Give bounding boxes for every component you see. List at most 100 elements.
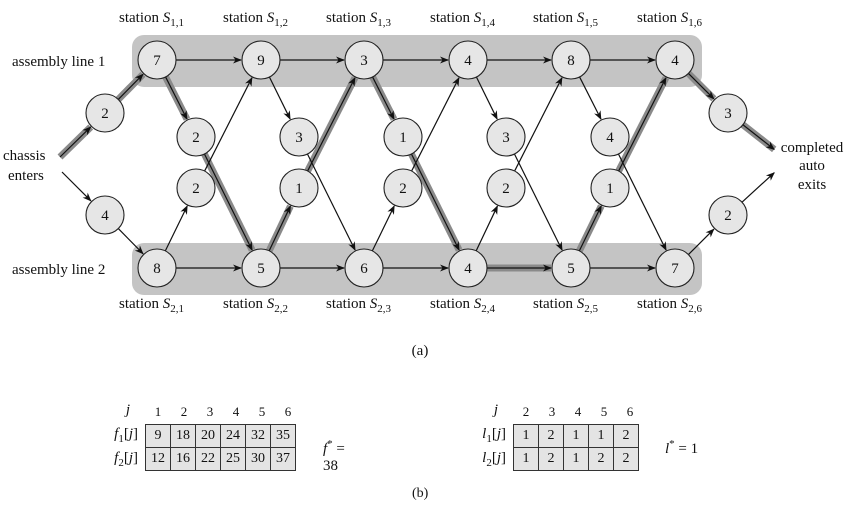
l-column-header: 6 bbox=[626, 404, 634, 419]
transfer-from-s2-4: 2 bbox=[486, 168, 526, 208]
l-column-header: 3 bbox=[548, 404, 556, 419]
labels: assembly line 1 assembly line 2 chassis … bbox=[3, 10, 844, 359]
f-star-value: f* = 38 bbox=[323, 438, 345, 474]
transfer-from-s1-2-value: 3 bbox=[295, 130, 303, 146]
transfer-s1-4-in bbox=[513, 153, 563, 251]
edges bbox=[59, 56, 775, 272]
transfer-from-s1-5: 4 bbox=[590, 117, 630, 157]
station-s2-6-circle bbox=[655, 248, 695, 288]
station-s1-4-circle bbox=[448, 40, 488, 80]
l-row-label: l1[j] bbox=[482, 426, 506, 445]
exit-time-line-2-circle bbox=[708, 195, 748, 235]
entry-time-line-1: 2 bbox=[85, 93, 125, 133]
transfer-from-s2-4-value: 2 bbox=[502, 181, 510, 197]
caption-b: (b) bbox=[412, 486, 429, 501]
assembly-line-1-label: assembly line 1 bbox=[12, 54, 105, 70]
transfer-s2-1-in bbox=[204, 77, 253, 172]
f-cell: 12 bbox=[145, 447, 171, 471]
entry-2-to-s2-1 bbox=[117, 228, 144, 255]
transfer-s2-4-out bbox=[475, 205, 498, 252]
transfer-s1-5-in bbox=[617, 153, 667, 251]
station-s2-4: 4 bbox=[448, 248, 488, 288]
entry-time-line-2-value: 4 bbox=[101, 208, 109, 224]
transfer-s1-4-out bbox=[475, 76, 498, 120]
enter-to-entry-2 bbox=[61, 171, 92, 202]
l-j-label: j bbox=[493, 402, 498, 418]
entry-time-line-2: 4 bbox=[85, 195, 125, 235]
station-s1-3: 3 bbox=[344, 40, 384, 80]
f-cell: 20 bbox=[195, 424, 221, 448]
caption-a: (a) bbox=[412, 343, 429, 359]
transfer-from-s1-3-value: 1 bbox=[399, 130, 407, 146]
l-column-header: 5 bbox=[600, 404, 608, 419]
station-s1-4-value: 4 bbox=[464, 53, 472, 69]
transfer-s2-4-in bbox=[514, 77, 563, 172]
station-label-s2-3: station S2,3 bbox=[326, 296, 392, 315]
station-label-s1-1: station S1,1 bbox=[119, 10, 184, 29]
f-column-header: 2 bbox=[180, 404, 188, 419]
transfer-s2-1-out bbox=[164, 205, 188, 252]
transfer-from-s2-3-circle bbox=[383, 168, 423, 208]
station-s1-5-circle bbox=[551, 40, 591, 80]
station-s1-4: 4 bbox=[448, 40, 488, 80]
station-s2-6: 7 bbox=[655, 248, 695, 288]
station-s2-3: 6 bbox=[344, 248, 384, 288]
transfer-s2-3-in bbox=[411, 77, 460, 172]
transfer-from-s2-1: 2 bbox=[176, 168, 216, 208]
transfer-from-s2-4-circle bbox=[486, 168, 526, 208]
transfer-from-s2-2-circle bbox=[279, 168, 319, 208]
fastest-path-highlight bbox=[57, 70, 777, 272]
station-s1-1: 7 bbox=[137, 40, 177, 80]
transfer-from-s2-3-value: 2 bbox=[399, 181, 407, 197]
f-cell: 22 bbox=[195, 447, 221, 471]
station-label-s2-2: station S2,2 bbox=[223, 296, 288, 315]
transfer-s2-2-in bbox=[307, 77, 356, 172]
transfer-from-s2-2-value: 1 bbox=[295, 181, 303, 197]
station-label-s1-4: station S1,4 bbox=[430, 10, 496, 29]
completed-exits-label-1: completed bbox=[781, 140, 844, 156]
station-s2-2-value: 5 bbox=[257, 261, 265, 277]
l-cell: 2 bbox=[613, 447, 639, 471]
chassis-enters-label-2: enters bbox=[8, 168, 44, 184]
exit-time-line-1: 3 bbox=[708, 93, 748, 133]
station-s2-2-circle bbox=[241, 248, 281, 288]
transfer-s2-5-in bbox=[618, 77, 667, 172]
station-label-s2-1: station S2,1 bbox=[119, 296, 184, 315]
f-cell: 32 bbox=[245, 424, 271, 448]
entry-1-to-s1-1 bbox=[117, 73, 144, 100]
transfer-s1-2-in bbox=[306, 153, 356, 251]
station-s2-6-value: 7 bbox=[671, 261, 679, 277]
chassis-enters-label-1: chassis bbox=[3, 148, 46, 164]
transfer-from-s1-1: 2 bbox=[176, 117, 216, 157]
transfer-from-s2-5-circle bbox=[590, 168, 630, 208]
l-column-header: 2 bbox=[522, 404, 530, 419]
f-column-header: 1 bbox=[154, 404, 162, 419]
f-cell: 24 bbox=[220, 424, 246, 448]
station-s2-5-circle bbox=[551, 248, 591, 288]
transfer-s1-1-out bbox=[165, 76, 188, 120]
f-cell: 18 bbox=[170, 424, 196, 448]
transfer-from-s1-3-circle bbox=[383, 117, 423, 157]
l-cell: 2 bbox=[538, 447, 564, 471]
station-s2-3-circle bbox=[344, 248, 384, 288]
transfer-from-s1-1-value: 2 bbox=[192, 130, 200, 146]
station-s2-1-circle bbox=[137, 248, 177, 288]
completed-exits-label-2: auto bbox=[799, 158, 825, 174]
transfer-s1-2-out bbox=[268, 76, 291, 120]
f-cell: 25 bbox=[220, 447, 246, 471]
f-cell: 9 bbox=[145, 424, 171, 448]
transfer-s1-3-out bbox=[372, 76, 395, 120]
exit-time-line-2-value: 2 bbox=[724, 208, 732, 224]
station-label-s1-2: station S1,2 bbox=[223, 10, 288, 29]
station-s1-2: 9 bbox=[241, 40, 281, 80]
completed-exits-label-3: exits bbox=[798, 177, 826, 193]
transfer-from-s1-2: 3 bbox=[279, 117, 319, 157]
station-label-s2-5: station S2,5 bbox=[533, 296, 599, 315]
station-s2-1-value: 8 bbox=[153, 261, 161, 277]
station-s1-1-value: 7 bbox=[153, 53, 161, 69]
exit-time-line-2: 2 bbox=[708, 195, 748, 235]
station-s1-2-circle bbox=[241, 40, 281, 80]
station-label-s2-6: station S2,6 bbox=[637, 296, 703, 315]
